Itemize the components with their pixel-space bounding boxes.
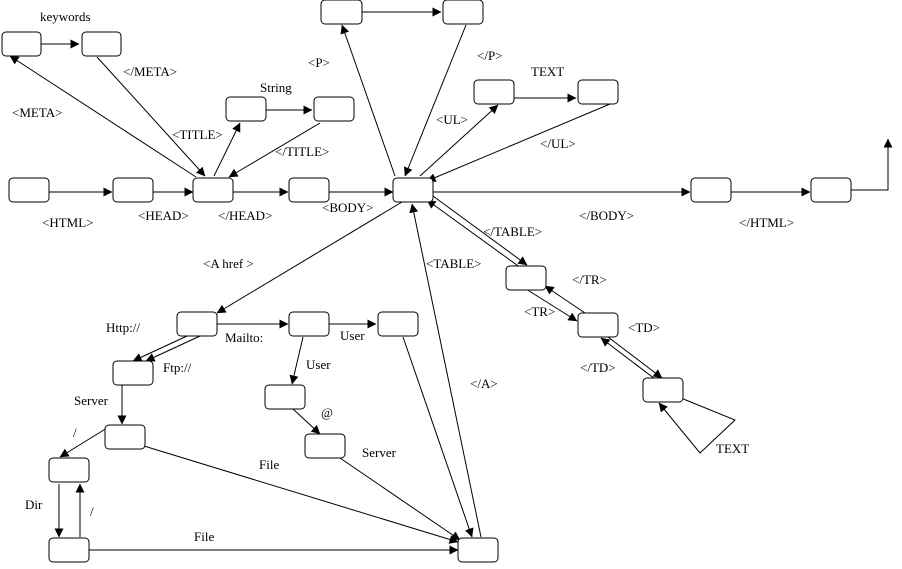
edge-text-to-body bbox=[426, 103, 611, 182]
label-user-top: User bbox=[340, 328, 365, 343]
state-mailuser-node bbox=[377, 311, 419, 337]
label-user-mid: User bbox=[306, 357, 331, 372]
edge-table-to-body bbox=[426, 199, 522, 269]
state-tr-node bbox=[577, 312, 619, 338]
edge-labels: keywords <META> </META> <TITLE> String <… bbox=[12, 9, 794, 544]
edge-end-to-body bbox=[409, 203, 482, 538]
state-dir-node bbox=[48, 457, 90, 483]
label-meta-open: <META> bbox=[12, 105, 62, 120]
state-p-node bbox=[320, 0, 363, 25]
label-file-upper: File bbox=[259, 457, 279, 472]
label-body-open: <BODY> bbox=[322, 200, 374, 215]
edge-body-to-ahref bbox=[216, 201, 403, 314]
state-at-node bbox=[304, 433, 346, 459]
edge-headhub-to-meta bbox=[9, 55, 197, 178]
edge-at-to-end bbox=[339, 457, 461, 541]
label-ul-text: TEXT bbox=[531, 64, 564, 79]
edge-server-to-end bbox=[143, 445, 459, 544]
label-http: Http:// bbox=[106, 320, 140, 335]
state-title-node bbox=[225, 96, 267, 122]
state-pcontent-node bbox=[442, 0, 484, 25]
label-at: @ bbox=[321, 405, 333, 420]
state-keywords-node bbox=[81, 31, 122, 57]
label-slash-top: / bbox=[73, 425, 77, 440]
state-bodyclose-node bbox=[690, 177, 732, 203]
label-slash-bottom: / bbox=[90, 504, 94, 519]
edge-td-to-tr bbox=[600, 337, 656, 380]
state-table-node bbox=[505, 265, 547, 291]
state-htmlclose-node bbox=[810, 177, 852, 203]
label-p-close: </P> bbox=[477, 48, 503, 63]
label-td-text: TEXT bbox=[716, 441, 749, 456]
state-meta-node bbox=[1, 31, 42, 57]
edge-pcontent-to-body bbox=[404, 24, 467, 177]
state-file-node bbox=[48, 537, 90, 563]
state-body-node bbox=[392, 177, 434, 203]
state-head-node bbox=[192, 177, 234, 203]
state-start-node bbox=[8, 177, 50, 203]
edge-user-to-end bbox=[402, 336, 474, 538]
label-ftp: Ftp:// bbox=[163, 360, 192, 375]
label-head-close: </HEAD> bbox=[218, 208, 272, 223]
label-file-lower: File bbox=[194, 529, 214, 544]
label-table-open: <TABLE> bbox=[426, 256, 482, 271]
edge-table-to-tr bbox=[525, 288, 578, 322]
label-tr-open: <TR> bbox=[524, 304, 555, 319]
edge-keywords-to-headhub bbox=[96, 56, 206, 177]
label-mailto: Mailto: bbox=[225, 330, 263, 345]
edge-ahref-to-ftp-a bbox=[132, 335, 188, 362]
edge-user-to-at bbox=[292, 408, 321, 435]
label-p-open: <P> bbox=[308, 55, 330, 70]
label-table-close: </TABLE> bbox=[483, 224, 542, 239]
label-a-close: </A> bbox=[470, 376, 498, 391]
state-ul-node bbox=[473, 79, 515, 105]
nodes bbox=[1, 0, 852, 563]
edge-mailto-to-user-node bbox=[289, 336, 304, 385]
label-meta-close: </META> bbox=[123, 64, 177, 79]
edge-headhub-to-title bbox=[213, 122, 241, 177]
label-title-close: </TITLE> bbox=[275, 144, 329, 159]
state-server-node bbox=[104, 424, 146, 450]
label-td-close: </TD> bbox=[580, 360, 616, 375]
state-ultext-node bbox=[577, 79, 619, 105]
edge-tr-to-table bbox=[544, 285, 586, 314]
edge-td-text-loop bbox=[658, 395, 736, 454]
state-user-node bbox=[264, 384, 306, 410]
label-head-open: <HEAD> bbox=[138, 208, 189, 223]
label-string: String bbox=[260, 80, 292, 95]
edge-ahref-to-ftp-b bbox=[145, 335, 201, 362]
label-td-open: <TD> bbox=[628, 320, 660, 335]
edge-body-to-table bbox=[432, 195, 528, 266]
label-a-href: <A href > bbox=[203, 256, 254, 271]
label-ul-close: </UL> bbox=[540, 136, 576, 151]
label-server-ftp: Server bbox=[74, 393, 109, 408]
state-end-node bbox=[457, 537, 499, 563]
label-title-open: <TITLE> bbox=[172, 127, 223, 142]
state-string-node bbox=[313, 96, 355, 122]
label-server-mail: Server bbox=[362, 445, 397, 460]
label-ul-open: <UL> bbox=[436, 112, 468, 127]
label-html-close: </HTML> bbox=[739, 215, 794, 230]
label-dir: Dir bbox=[25, 497, 43, 512]
state-ahref-node bbox=[176, 311, 218, 337]
edge-server-to-dir bbox=[59, 427, 108, 458]
label-tr-close: </TR> bbox=[572, 272, 607, 287]
edge-tr-to-td bbox=[607, 336, 663, 379]
state-headclose-node bbox=[288, 177, 330, 203]
edge-body-to-p bbox=[340, 24, 396, 177]
label-html-open: <HTML> bbox=[42, 215, 94, 230]
state-td-node bbox=[642, 377, 684, 403]
edge-body-to-ul bbox=[419, 104, 499, 177]
edges bbox=[9, 7, 893, 555]
state-mailto-node bbox=[288, 311, 330, 337]
edge-htmlclose-exit bbox=[851, 138, 893, 191]
edge-string-to-headhub bbox=[228, 122, 321, 178]
state-ftp-node bbox=[112, 360, 154, 386]
label-keywords: keywords bbox=[40, 9, 91, 24]
label-body-close: </BODY> bbox=[579, 208, 634, 223]
state-html-node bbox=[112, 177, 154, 203]
